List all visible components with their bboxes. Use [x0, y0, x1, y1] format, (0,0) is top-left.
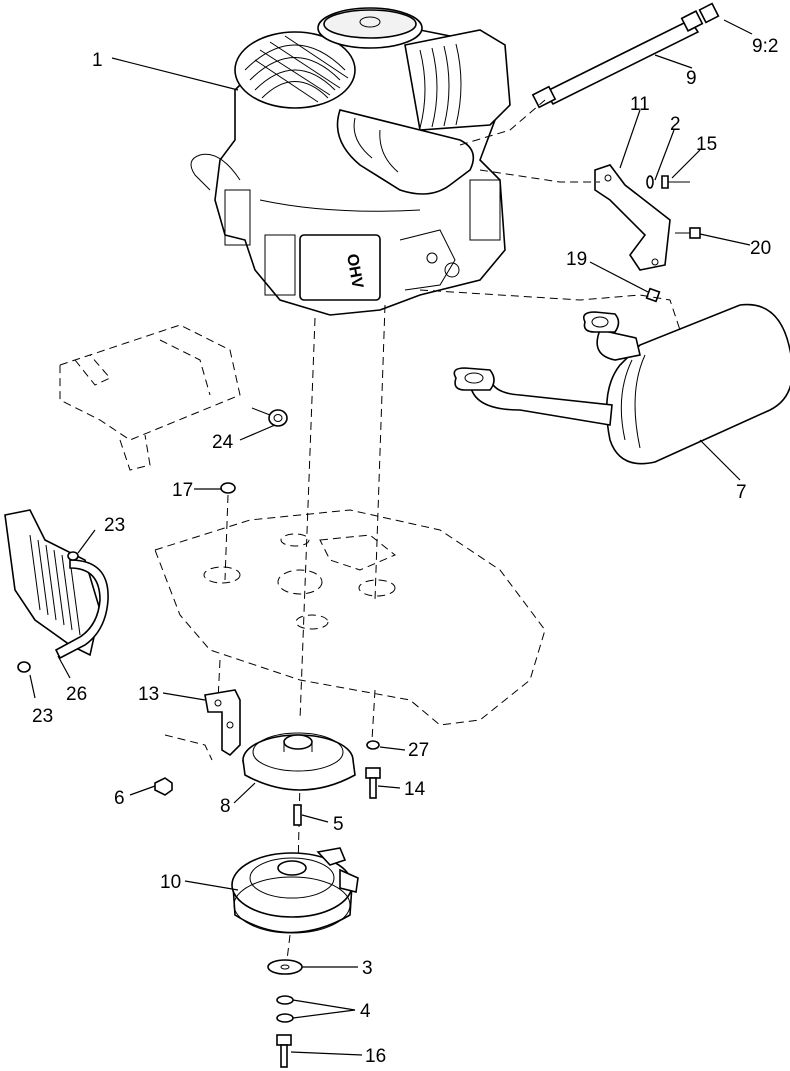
muffler-part-7 — [453, 303, 790, 465]
grille-assembly-left — [4, 509, 109, 660]
mount-bracket-left — [59, 324, 241, 471]
callout-4: 4 — [360, 1001, 371, 1022]
callout-8: 8 — [220, 796, 231, 817]
lock-washer-part-4-upper — [276, 995, 294, 1005]
callout-26: 26 — [66, 684, 87, 705]
callout-labels: 1 9:2 9 11 2 15 20 19 7 24 17 23 23 26 1… — [32, 36, 778, 1067]
bracket-part-13 — [164, 689, 241, 761]
callout-3: 3 — [362, 958, 373, 979]
screw-part-19 — [645, 287, 661, 303]
tube-part-9 — [531, 2, 720, 109]
clamp-part-23-lower — [17, 661, 31, 673]
engine-badge-text: OHV — [343, 253, 366, 290]
bracket-part-11 — [594, 164, 671, 271]
engine-assembly: OHV — [190, 7, 511, 316]
callout-9-2: 9:2 — [752, 36, 778, 57]
lock-washer-part-4-lower — [276, 1013, 294, 1023]
callout-13: 13 — [138, 684, 159, 705]
callout-9: 9 — [686, 68, 697, 89]
washer-part-27 — [366, 740, 380, 750]
callout-16: 16 — [365, 1046, 386, 1067]
callout-23-upper: 23 — [104, 515, 125, 536]
pulley-part-8 — [242, 732, 356, 791]
callout-6: 6 — [114, 788, 125, 809]
bolt-part-17 — [220, 482, 236, 494]
callout-27: 27 — [408, 740, 429, 761]
callout-10: 10 — [160, 872, 181, 893]
callout-7: 7 — [736, 482, 747, 503]
callout-5: 5 — [333, 814, 344, 835]
bolt-part-14 — [365, 767, 381, 799]
bolt-part-15 — [661, 175, 690, 189]
washer-part-3 — [267, 959, 303, 975]
callout-23-lower: 23 — [32, 706, 53, 727]
bolt-part-16 — [276, 1034, 292, 1068]
callout-20: 20 — [750, 238, 771, 259]
callout-17: 17 — [172, 480, 193, 501]
callout-15: 15 — [696, 134, 717, 155]
nut-part-6 — [154, 777, 173, 796]
engine-deck-plate — [154, 509, 546, 726]
callout-14: 14 — [404, 779, 426, 800]
callout-24: 24 — [212, 432, 234, 453]
leader-lines — [29, 19, 753, 1056]
key-part-5 — [293, 804, 302, 826]
callout-1: 1 — [92, 50, 103, 71]
clutch-part-10 — [231, 847, 359, 934]
engine-badge: OHV — [343, 253, 366, 290]
callout-2: 2 — [670, 114, 681, 135]
clamp-part-24 — [251, 407, 288, 427]
bolt-part-20 — [675, 227, 701, 239]
callout-11: 11 — [630, 94, 650, 115]
callout-19: 19 — [566, 249, 587, 270]
washer-part-2 — [646, 175, 654, 189]
